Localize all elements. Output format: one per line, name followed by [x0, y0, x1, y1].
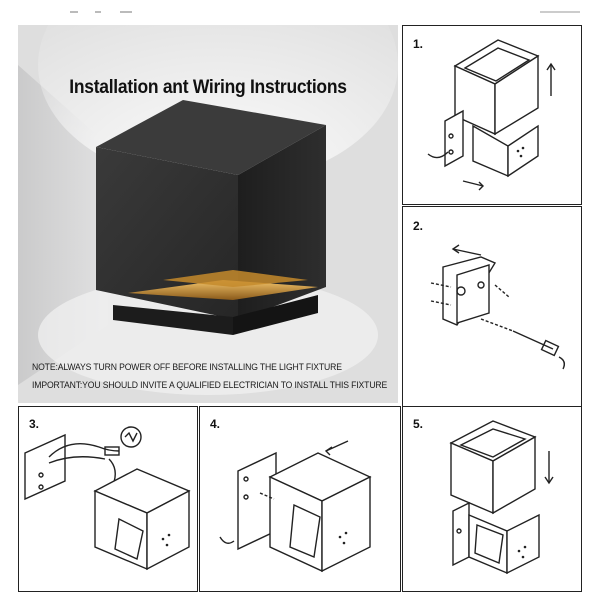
wall-light-photo — [18, 25, 398, 403]
replace-cover-icon — [449, 420, 554, 575]
step-5-label: 5. — [413, 417, 424, 431]
step-4-panel: 4. — [199, 406, 401, 592]
step-5-panel: 5. — [402, 406, 582, 592]
step-2-label: 2. — [413, 219, 424, 233]
step-3-label: 3. — [29, 417, 40, 431]
remove-cover-icon — [427, 39, 556, 191]
top-margin-marks — [70, 11, 580, 13]
step-4-label: 4. — [210, 417, 221, 431]
safety-note: NOTE:ALWAYS TURN POWER OFF BEFORE INSTAL… — [32, 362, 342, 373]
step-1-label: 1. — [413, 37, 424, 51]
instructions-title: Installation ant Wiring Instructions — [69, 77, 347, 98]
step-2-panel: 2. — [402, 206, 582, 408]
electrician-note: IMPORTANT:YOU SHOULD INVITE A QUALIFIED … — [32, 380, 388, 391]
mount-bracket-icon — [430, 244, 566, 370]
step-1-panel: 1. — [402, 25, 582, 205]
connect-wires-icon — [24, 426, 191, 571]
product-photo-panel: Installation ant Wiring Instructions NOT… — [18, 25, 398, 403]
step-3-panel: 3. — [18, 406, 198, 592]
attach-base-icon — [219, 440, 372, 573]
